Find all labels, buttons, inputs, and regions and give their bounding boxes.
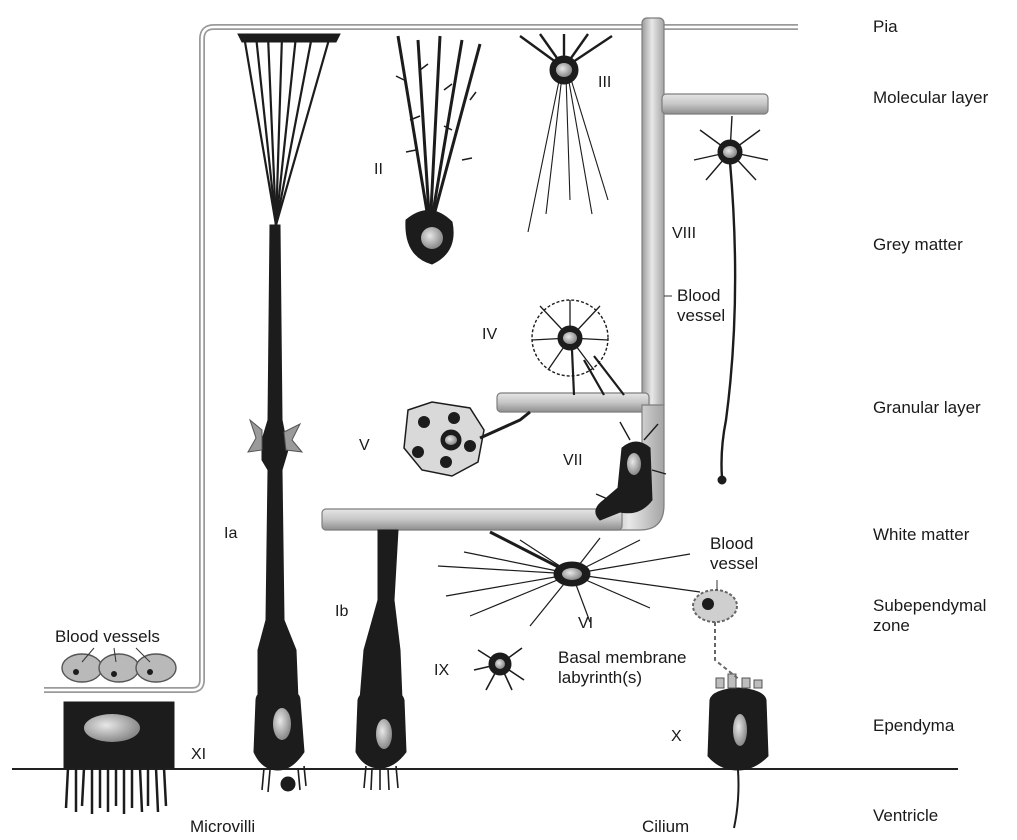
layer-label-grey-matter: Grey matter (873, 235, 963, 255)
label-microvilli: Microvilli (190, 817, 255, 837)
blood-vessel-vertical (642, 18, 664, 410)
label-ii: II (374, 161, 383, 179)
layer-label-pia: Pia (873, 17, 898, 37)
label-blood-vessels-left: Blood vessels (55, 627, 160, 647)
cell-iv (532, 300, 624, 395)
label-iii: III (598, 74, 611, 92)
layer-label-white-matter: White matter (873, 525, 969, 545)
cell-ia (238, 34, 340, 792)
layer-label-ventricle: Ventricle (873, 806, 938, 826)
cell-ib (356, 530, 406, 790)
layer-label-subependymal: Subependymal zone (873, 596, 986, 635)
pia-membrane (44, 27, 798, 690)
label-ib: Ib (335, 603, 348, 621)
blood-vessels-left (62, 654, 176, 682)
layer-label-granular: Granular layer (873, 398, 981, 418)
label-vi: VI (578, 615, 593, 633)
blood-vessel-molecular-branch (662, 94, 768, 114)
label-iv: IV (482, 326, 497, 344)
label-viii: VIII (672, 225, 696, 243)
label-blood-vessel-right: Blood vessel (710, 534, 758, 573)
label-cilium: Cilium (642, 817, 689, 837)
cell-vi (438, 532, 700, 626)
label-blood-vessel-main: Blood vessel (677, 286, 725, 325)
cell-v (404, 402, 530, 476)
label-vii: VII (563, 452, 583, 470)
layer-label-molecular: Molecular layer (873, 88, 988, 108)
label-x: X (671, 728, 682, 746)
label-xi: XI (191, 746, 206, 764)
label-v: V (359, 437, 370, 455)
blood-vessel-granular-branch (497, 393, 649, 412)
cell-ii (396, 36, 480, 264)
pia-membrane-inner (44, 27, 798, 690)
label-basal-membrane: Basal membrane labyrinth(s) (558, 648, 687, 687)
layer-label-ependyma: Ependyma (873, 716, 954, 736)
blood-vessel-subependymal (693, 590, 740, 680)
cell-ix (474, 648, 524, 690)
cell-xi (64, 702, 174, 814)
blood-vessel-white-matter (322, 509, 622, 530)
cell-iii (520, 34, 612, 232)
label-ia: Ia (224, 525, 237, 543)
cell-x (708, 674, 768, 828)
label-ix: IX (434, 662, 449, 680)
